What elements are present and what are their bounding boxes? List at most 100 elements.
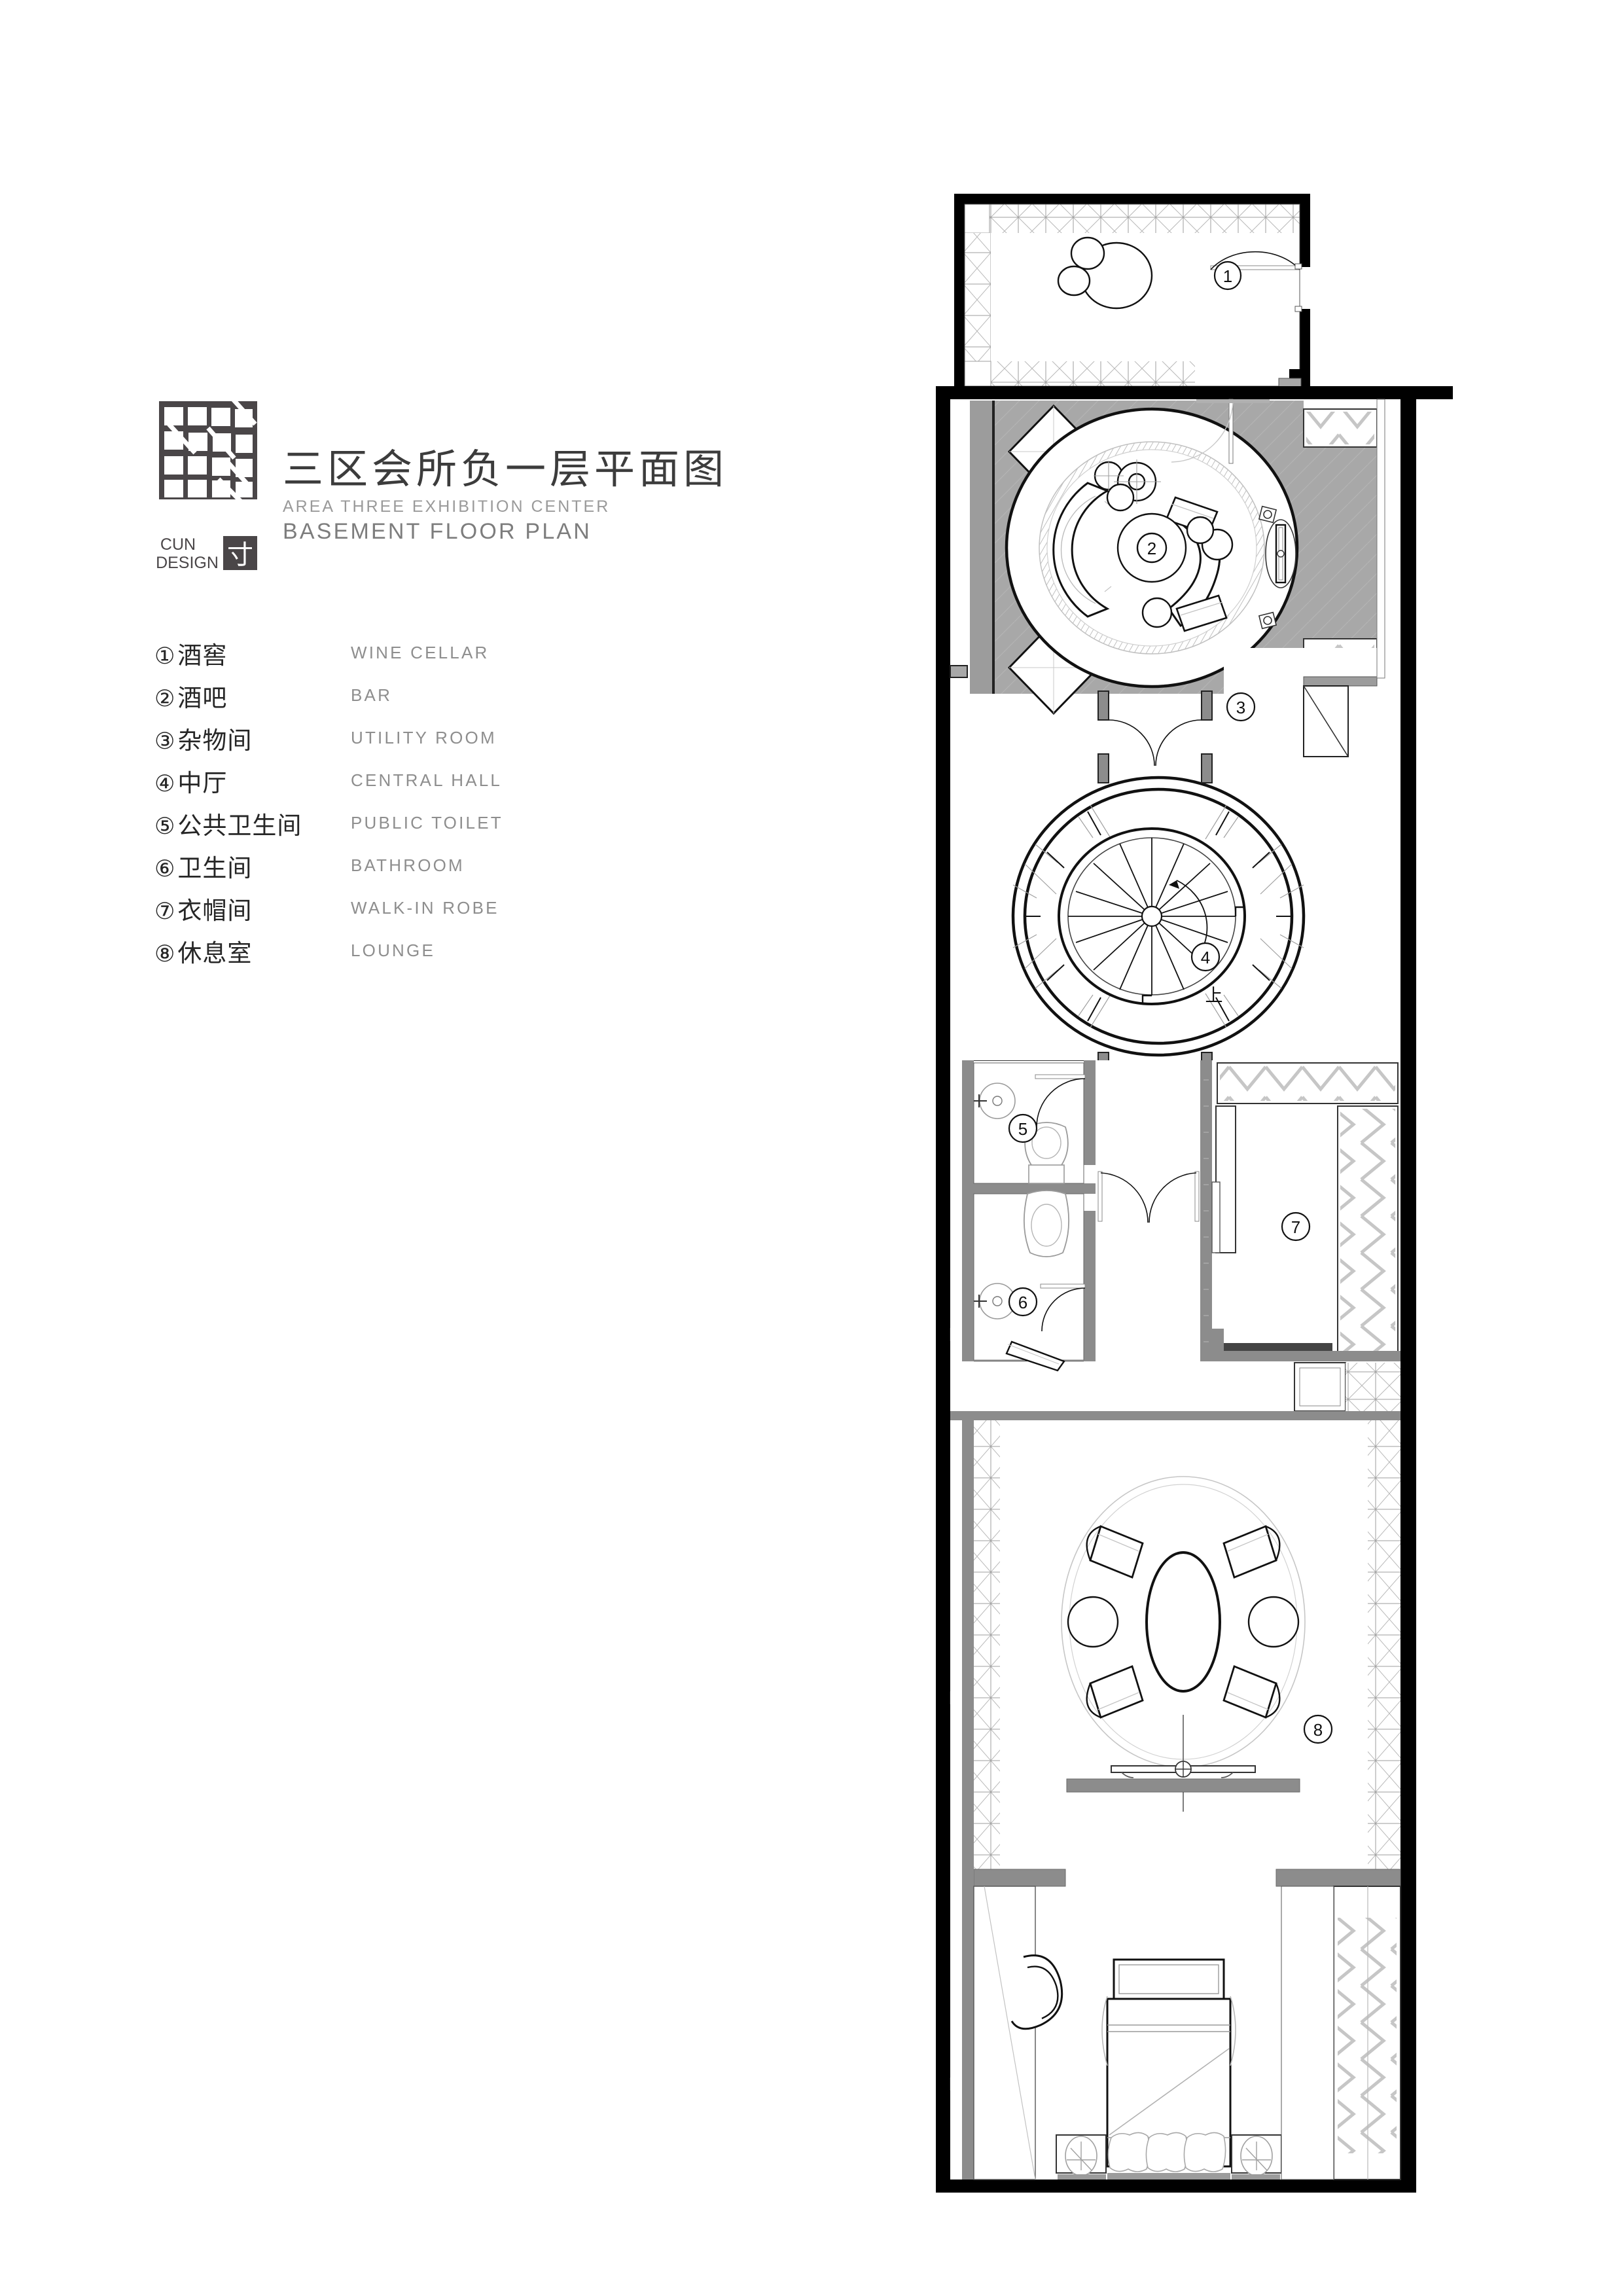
- wall-structural: [1300, 194, 1310, 267]
- room-bar: 2: [970, 399, 1378, 766]
- room-bathroom: 6: [973, 1190, 1086, 1372]
- cabinetry-left: [974, 1420, 1000, 1869]
- cabinetry-right: [1368, 1420, 1400, 1869]
- legend-item: ①酒窖 WINE CELLAR: [154, 632, 717, 674]
- stair-up-label: 上: [1205, 986, 1223, 1005]
- room-number-6: 6: [1018, 1293, 1027, 1312]
- room-number-5: 5: [1018, 1119, 1027, 1139]
- legend-label-en: PUBLIC TOILET: [351, 813, 503, 833]
- legend-label-en: BATHROOM: [351, 855, 465, 875]
- furniture-bar-counter: [1052, 482, 1112, 618]
- legend-label-cn: ⑤公共卫生间: [154, 812, 302, 839]
- title-text-group: 三区会所负一层平面图 AREA THREE EXHIBITION CENTER …: [283, 398, 728, 545]
- page-subtitle-english: AREA THREE EXHIBITION CENTER: [283, 497, 611, 516]
- legend-label-en: CENTRAL HALL: [351, 770, 503, 790]
- fixture-washbasin: [974, 1083, 1016, 1119]
- room-wine-cellar: 1: [954, 194, 1310, 388]
- legend-label-cn: ③杂物间: [154, 726, 253, 754]
- room-marker-bathroom: 6: [1008, 1287, 1038, 1317]
- brand-logo: CUN DESIGN 寸: [156, 398, 268, 573]
- room-bedroom: [950, 1869, 1401, 2180]
- room-lounge: 8: [950, 1411, 1400, 1869]
- room-number-7: 7: [1291, 1217, 1300, 1237]
- room-central-hall: 4 上: [1011, 753, 1306, 1082]
- furniture-console-table: [1066, 1715, 1300, 1812]
- room-marker-public-toilet: 5: [1008, 1113, 1038, 1143]
- legend-label-cn: ②酒吧: [154, 684, 228, 711]
- legend-item: ⑤公共卫生间 PUBLIC TOILET: [154, 802, 717, 844]
- door-bar-entry: [1171, 399, 1270, 464]
- door-public-toilet: [1035, 1074, 1086, 1128]
- room-walk-in-robe: 7: [1211, 1060, 1400, 1361]
- legend-label-cn: ⑧休息室: [154, 939, 253, 967]
- legend-item: ⑦衣帽间 WALK-IN ROBE: [154, 887, 717, 929]
- stair-newel: [1141, 905, 1163, 927]
- corridor: [1096, 1060, 1212, 1361]
- legend-item: ③杂物间 UTILITY ROOM: [154, 717, 717, 759]
- wardrobe-hanging-rail: [1220, 1066, 1395, 1101]
- room-marker-utility: 3: [1226, 692, 1256, 722]
- wall-partition: [974, 1183, 1096, 1194]
- furniture-round-tables: [1057, 236, 1153, 310]
- furniture-accent-chair: [1010, 1954, 1063, 2030]
- wardrobe-bedroom: [1333, 1886, 1401, 2180]
- furniture-nightstand: [1231, 2134, 1282, 2176]
- wall-partition: [973, 1869, 1066, 1887]
- title-block: CUN DESIGN 寸 三区会所负一层平面图 AREA THREE EXHIB…: [156, 398, 810, 573]
- legend-label-en: WINE CELLAR: [351, 643, 490, 662]
- legend-label-en: BAR: [351, 685, 393, 705]
- wall-partition: [1084, 1060, 1096, 1165]
- door-bar-south: [1097, 691, 1213, 766]
- wall-structural-bottom: [936, 2179, 1416, 2193]
- wall-partition: [962, 1869, 974, 2179]
- room-marker-wine-cellar: 1: [1213, 260, 1242, 291]
- page-title-english: BASEMENT FLOOR PLAN: [283, 519, 592, 545]
- room-marker-lounge: 8: [1303, 1714, 1333, 1744]
- logo-and-title-row: CUN DESIGN 寸 三区会所负一层平面图 AREA THREE EXHIB…: [156, 398, 810, 573]
- room-public-toilet: 5: [973, 1062, 1086, 1184]
- wall-partition: [1084, 1211, 1096, 1361]
- wall-structural: [954, 194, 1310, 204]
- wall-structural: [954, 194, 965, 387]
- legend-label-en: LOUNGE: [351, 941, 436, 960]
- spiral-staircase: [1058, 827, 1246, 1005]
- brand-mark-char: 寸: [227, 540, 253, 570]
- room-legend: ①酒窖 WINE CELLAR ②酒吧 BAR ③杂物间 UTILITY ROO…: [154, 632, 717, 972]
- legend-label-en: UTILITY ROOM: [351, 728, 497, 747]
- legend-item: ④中厅 CENTRAL HALL: [154, 759, 717, 802]
- stair-treads: [1068, 838, 1236, 996]
- zone-toilets-and-robe: 5: [950, 1060, 1400, 1412]
- cabinet-niche: [1294, 1362, 1400, 1412]
- door-wine-cellar: [1210, 251, 1302, 312]
- furniture-bed: [1056, 1958, 1282, 2179]
- bed-pillows: [1107, 2132, 1226, 2172]
- brand-mark-box: [223, 536, 257, 570]
- legend-label-cn: ④中厅: [154, 769, 228, 797]
- fixture-wall-lights: [1258, 505, 1277, 630]
- room-number-4: 4: [1201, 948, 1210, 967]
- wardrobe-hanging-rail: [1340, 1109, 1395, 1357]
- legend-item: ②酒吧 BAR: [154, 674, 717, 717]
- door-bathroom: [1040, 1283, 1086, 1332]
- legend-label-cn: ①酒窖: [154, 641, 228, 669]
- shelving-wine-racks-bottom: [991, 361, 1195, 387]
- door-corridor-double: [1097, 1171, 1200, 1223]
- legend-item: ⑥卫生间 BATHROOM: [154, 844, 717, 887]
- wall-partition: [1275, 1869, 1401, 1887]
- wardrobe-hanging-rail: [1338, 1918, 1397, 2153]
- legend-label-cn: ⑦衣帽间: [154, 897, 253, 924]
- bed-throw-fold: [1109, 2048, 1230, 2136]
- wall-structural-right: [1400, 386, 1416, 2193]
- room-utility: 3: [1224, 399, 1385, 757]
- shelving-wine-racks-left: [965, 233, 991, 361]
- wardrobe-hanging-rail: [1306, 412, 1374, 444]
- room-number-2: 2: [1147, 539, 1156, 558]
- brand-name-line1: CUN: [160, 535, 196, 554]
- furniture-round-stools: [1067, 1596, 1300, 1648]
- shelving-wine-racks-top: [965, 204, 1300, 233]
- page-title-chinese: 三区会所负一层平面图: [283, 447, 728, 492]
- cun-design-wordmark: CUN DESIGN 寸: [156, 535, 257, 572]
- legend-item: ⑧休息室 LOUNGE: [154, 929, 717, 972]
- wall-panel-facets: [1012, 804, 1304, 1028]
- room-number-1: 1: [1223, 266, 1232, 286]
